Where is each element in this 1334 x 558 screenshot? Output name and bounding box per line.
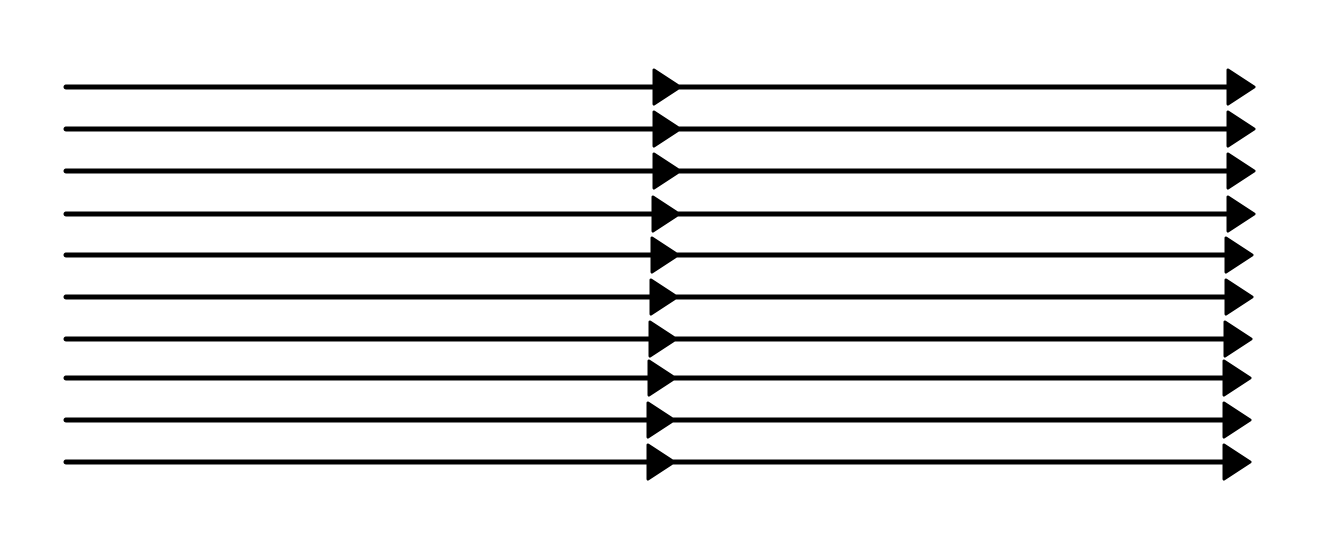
arrowhead-mid-icon	[652, 110, 682, 148]
arrow-row	[63, 68, 1256, 106]
arrowhead-end-icon	[1226, 152, 1256, 190]
arrowhead-mid-icon	[652, 68, 682, 106]
arrow-row	[63, 236, 1254, 274]
arrowhead-end-icon	[1222, 359, 1252, 397]
arrowhead-mid-icon	[649, 278, 679, 316]
arrowhead-mid-icon	[648, 320, 678, 358]
arrow-row	[63, 359, 1252, 397]
arrow-row	[63, 443, 1252, 481]
arrowhead-end-icon	[1222, 443, 1252, 481]
arrow-row	[63, 320, 1253, 358]
arrowhead-mid-icon	[652, 152, 682, 190]
arrow-row	[63, 401, 1252, 439]
arrowhead-end-icon	[1226, 68, 1256, 106]
arrow-row	[63, 152, 1256, 190]
arrow-rows	[63, 68, 1256, 481]
arrowhead-mid-icon	[646, 401, 676, 439]
arrowhead-end-icon	[1224, 278, 1254, 316]
arrowhead-end-icon	[1223, 320, 1253, 358]
arrowhead-mid-icon	[646, 443, 676, 481]
arrow-row	[63, 195, 1256, 233]
arrow-row	[63, 110, 1256, 148]
arrowhead-mid-icon	[651, 195, 681, 233]
arrowhead-mid-icon	[647, 359, 677, 397]
arrowhead-end-icon	[1224, 236, 1254, 274]
arrowhead-end-icon	[1222, 401, 1252, 439]
arrowhead-end-icon	[1226, 195, 1256, 233]
arrow-row	[63, 278, 1254, 316]
arrowhead-mid-icon	[650, 236, 680, 274]
arrowhead-end-icon	[1226, 110, 1256, 148]
